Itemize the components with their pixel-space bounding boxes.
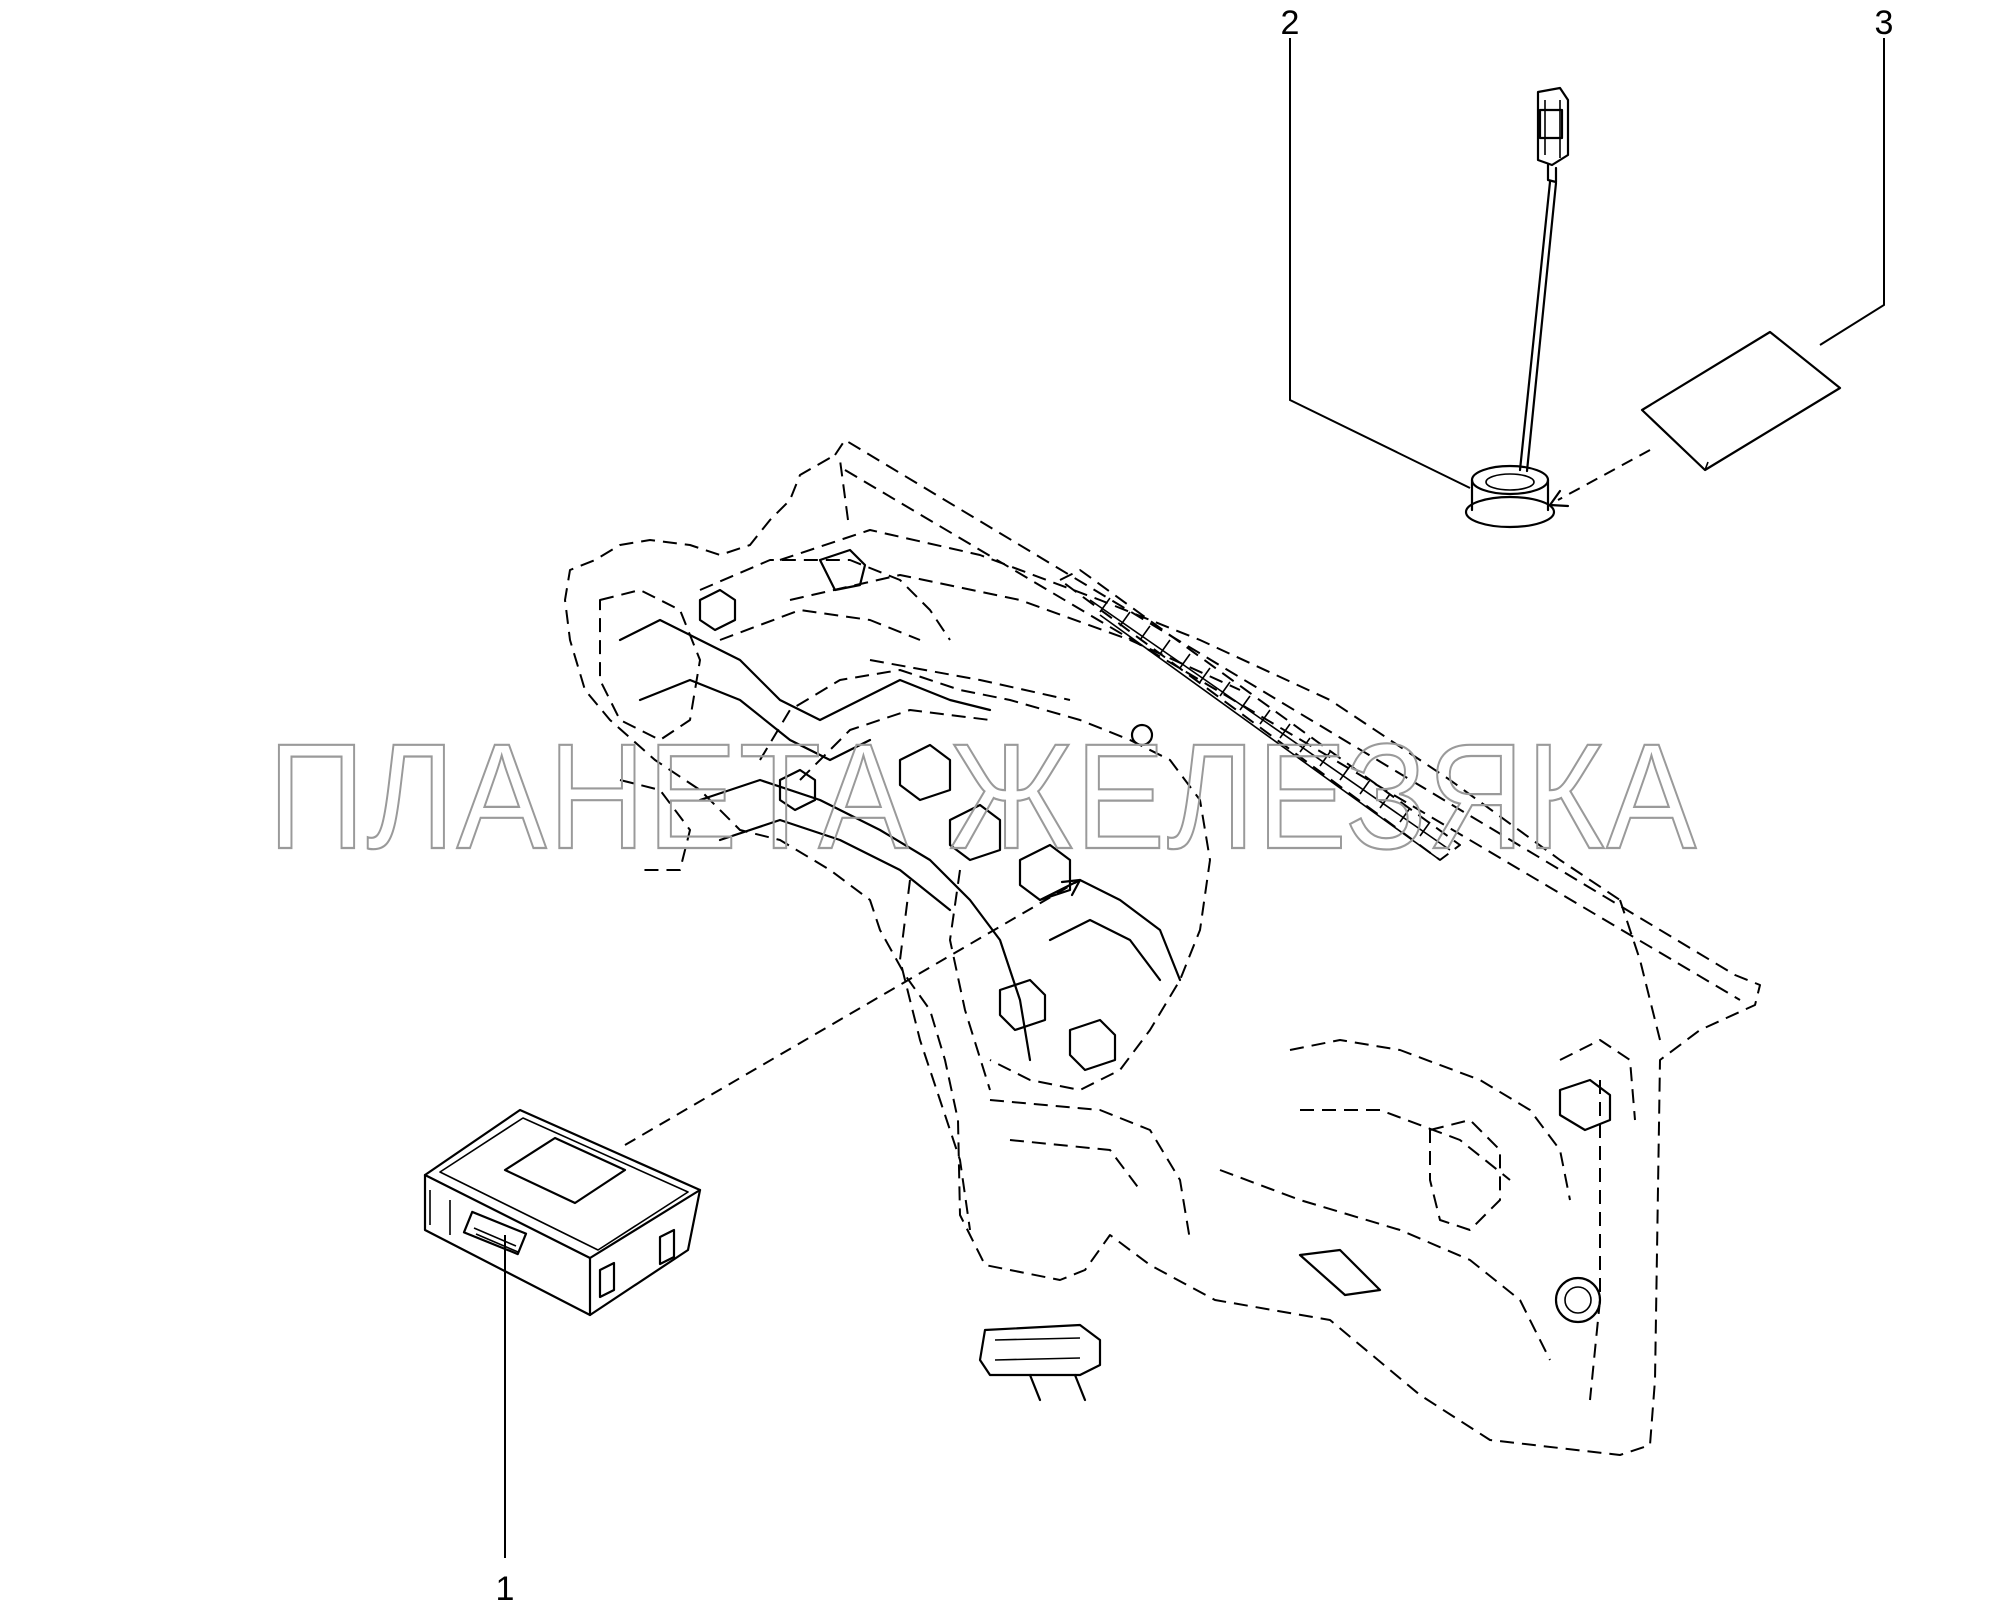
control-module [423, 1108, 702, 1317]
sensor-with-cable [1464, 86, 1570, 529]
adhesive-pad [1640, 330, 1842, 472]
callout-2: 2 [1281, 4, 1300, 42]
assembly-arrows [624, 449, 1651, 1146]
callout-1: 1 [496, 1570, 515, 1608]
callout-labels: 1 2 3 [496, 4, 1894, 1608]
leader-lines [504, 38, 1885, 1558]
watermark-text: ПЛАНЕТА ЖЕЛЕЗЯКА [268, 712, 1698, 880]
defroster-grille-slats [1099, 597, 1431, 837]
dashboard-phantom-outline [564, 439, 1761, 1456]
callout-3: 3 [1875, 4, 1894, 42]
